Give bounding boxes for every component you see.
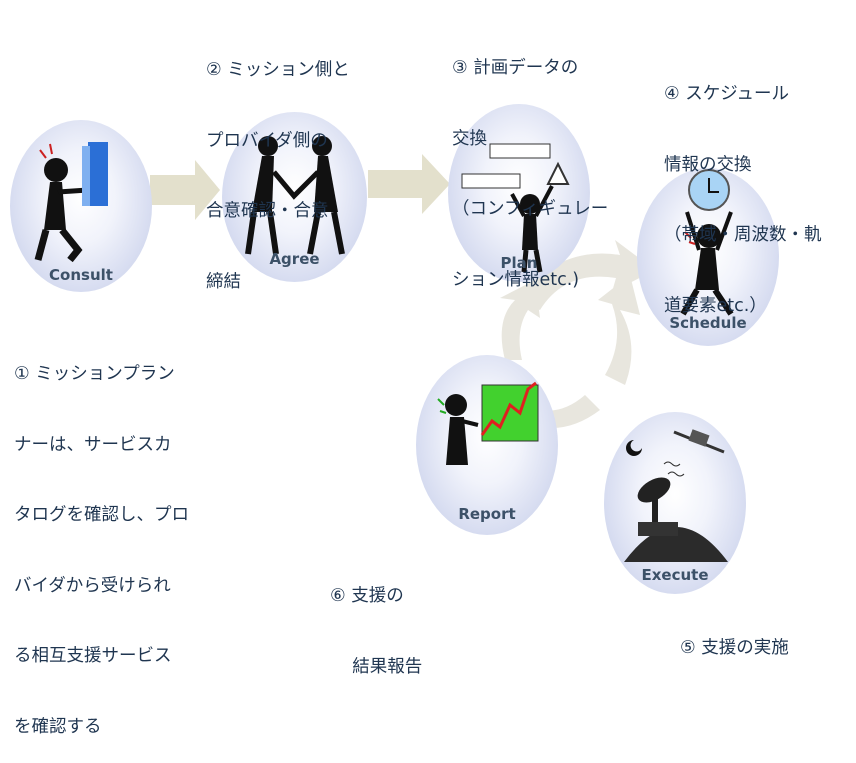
consult-line-3: タログを確認し、プロ — [14, 505, 189, 525]
execute-caption: Execute — [641, 566, 709, 584]
plan-line-3: （コンフィギュレー — [452, 199, 609, 219]
agree-figures-icon — [245, 136, 345, 255]
agree-line-3: 合意確認・合意 — [206, 201, 329, 221]
schedule-figure-icon — [680, 169, 734, 316]
plan-oval: Plan — [448, 104, 590, 282]
consult-caption: Consult — [49, 266, 113, 284]
agree-description: ② ミッション側と プロバイダ側の 合意確認・合意 締結 — [206, 12, 350, 318]
execute-figure-icon — [624, 429, 728, 562]
plan-caption: Plan — [500, 254, 538, 272]
schedule-caption: Schedule — [669, 314, 747, 332]
plan-line-4: ション情報etc.) — [452, 269, 580, 290]
execute-description: ⑤ 支援の実施 — [680, 590, 789, 684]
consult-line-4: バイダから受けられ — [14, 575, 171, 596]
cycle-arrow-right — [598, 275, 640, 385]
report-description: ⑥ 支援の 結果報告 — [330, 538, 422, 703]
consult-description: ① ミッションプラン ナーは、サービスカ タログを確認し、プロ バイダから受けら… — [14, 316, 189, 763]
plan-description: ③ 計画データの 交換 （コンフィギュレー ション情報etc.) — [452, 10, 608, 316]
arrow-consult-to-agree — [150, 160, 220, 220]
consult-line-2: ナーは、サービスカ — [14, 434, 172, 455]
schedule-line-4: 道要素etc.） — [664, 295, 767, 316]
report-oval: Report — [416, 355, 558, 535]
plan-figure-icon — [461, 143, 570, 273]
agree-line-2: プロバイダ側の — [206, 130, 328, 151]
agree-line-1: ② ミッション側と — [206, 60, 350, 80]
schedule-oval: Schedule — [637, 168, 779, 346]
report-line-1: ⑥ 支援の — [330, 586, 404, 606]
arrow-agree-to-plan — [368, 154, 450, 214]
agree-line-4: 締結 — [206, 271, 241, 292]
agree-caption: Agree — [269, 250, 320, 268]
cycle-arrow-top — [515, 240, 655, 310]
report-caption: Report — [458, 505, 516, 523]
schedule-line-1: ④ スケジュール — [664, 84, 790, 104]
plan-line-2: 交換 — [452, 128, 487, 149]
agree-oval: Agree — [222, 112, 367, 282]
consult-line-5: る相互支援サービス — [14, 646, 172, 666]
consult-line-6: を確認する — [14, 716, 102, 737]
execute-line-1: ⑤ 支援の実施 — [680, 638, 789, 658]
consult-oval: Consult — [10, 120, 152, 292]
consult-line-1: ① ミッションプラン — [14, 364, 175, 384]
schedule-line-3: （帯域・周波数・軌 — [664, 225, 822, 245]
cycle-arrow-left — [500, 280, 540, 360]
report-line-2: 結果報告 — [330, 656, 423, 677]
schedule-line-2: 情報の交換 — [664, 154, 752, 175]
schedule-description: ④ スケジュール 情報の交換 （帯域・周波数・軌 道要素etc.） — [664, 36, 822, 342]
consult-figure-icon — [34, 142, 108, 263]
plan-line-1: ③ 計画データの — [452, 58, 579, 78]
report-figure-icon — [437, 381, 539, 465]
execute-oval: Execute — [604, 412, 746, 594]
